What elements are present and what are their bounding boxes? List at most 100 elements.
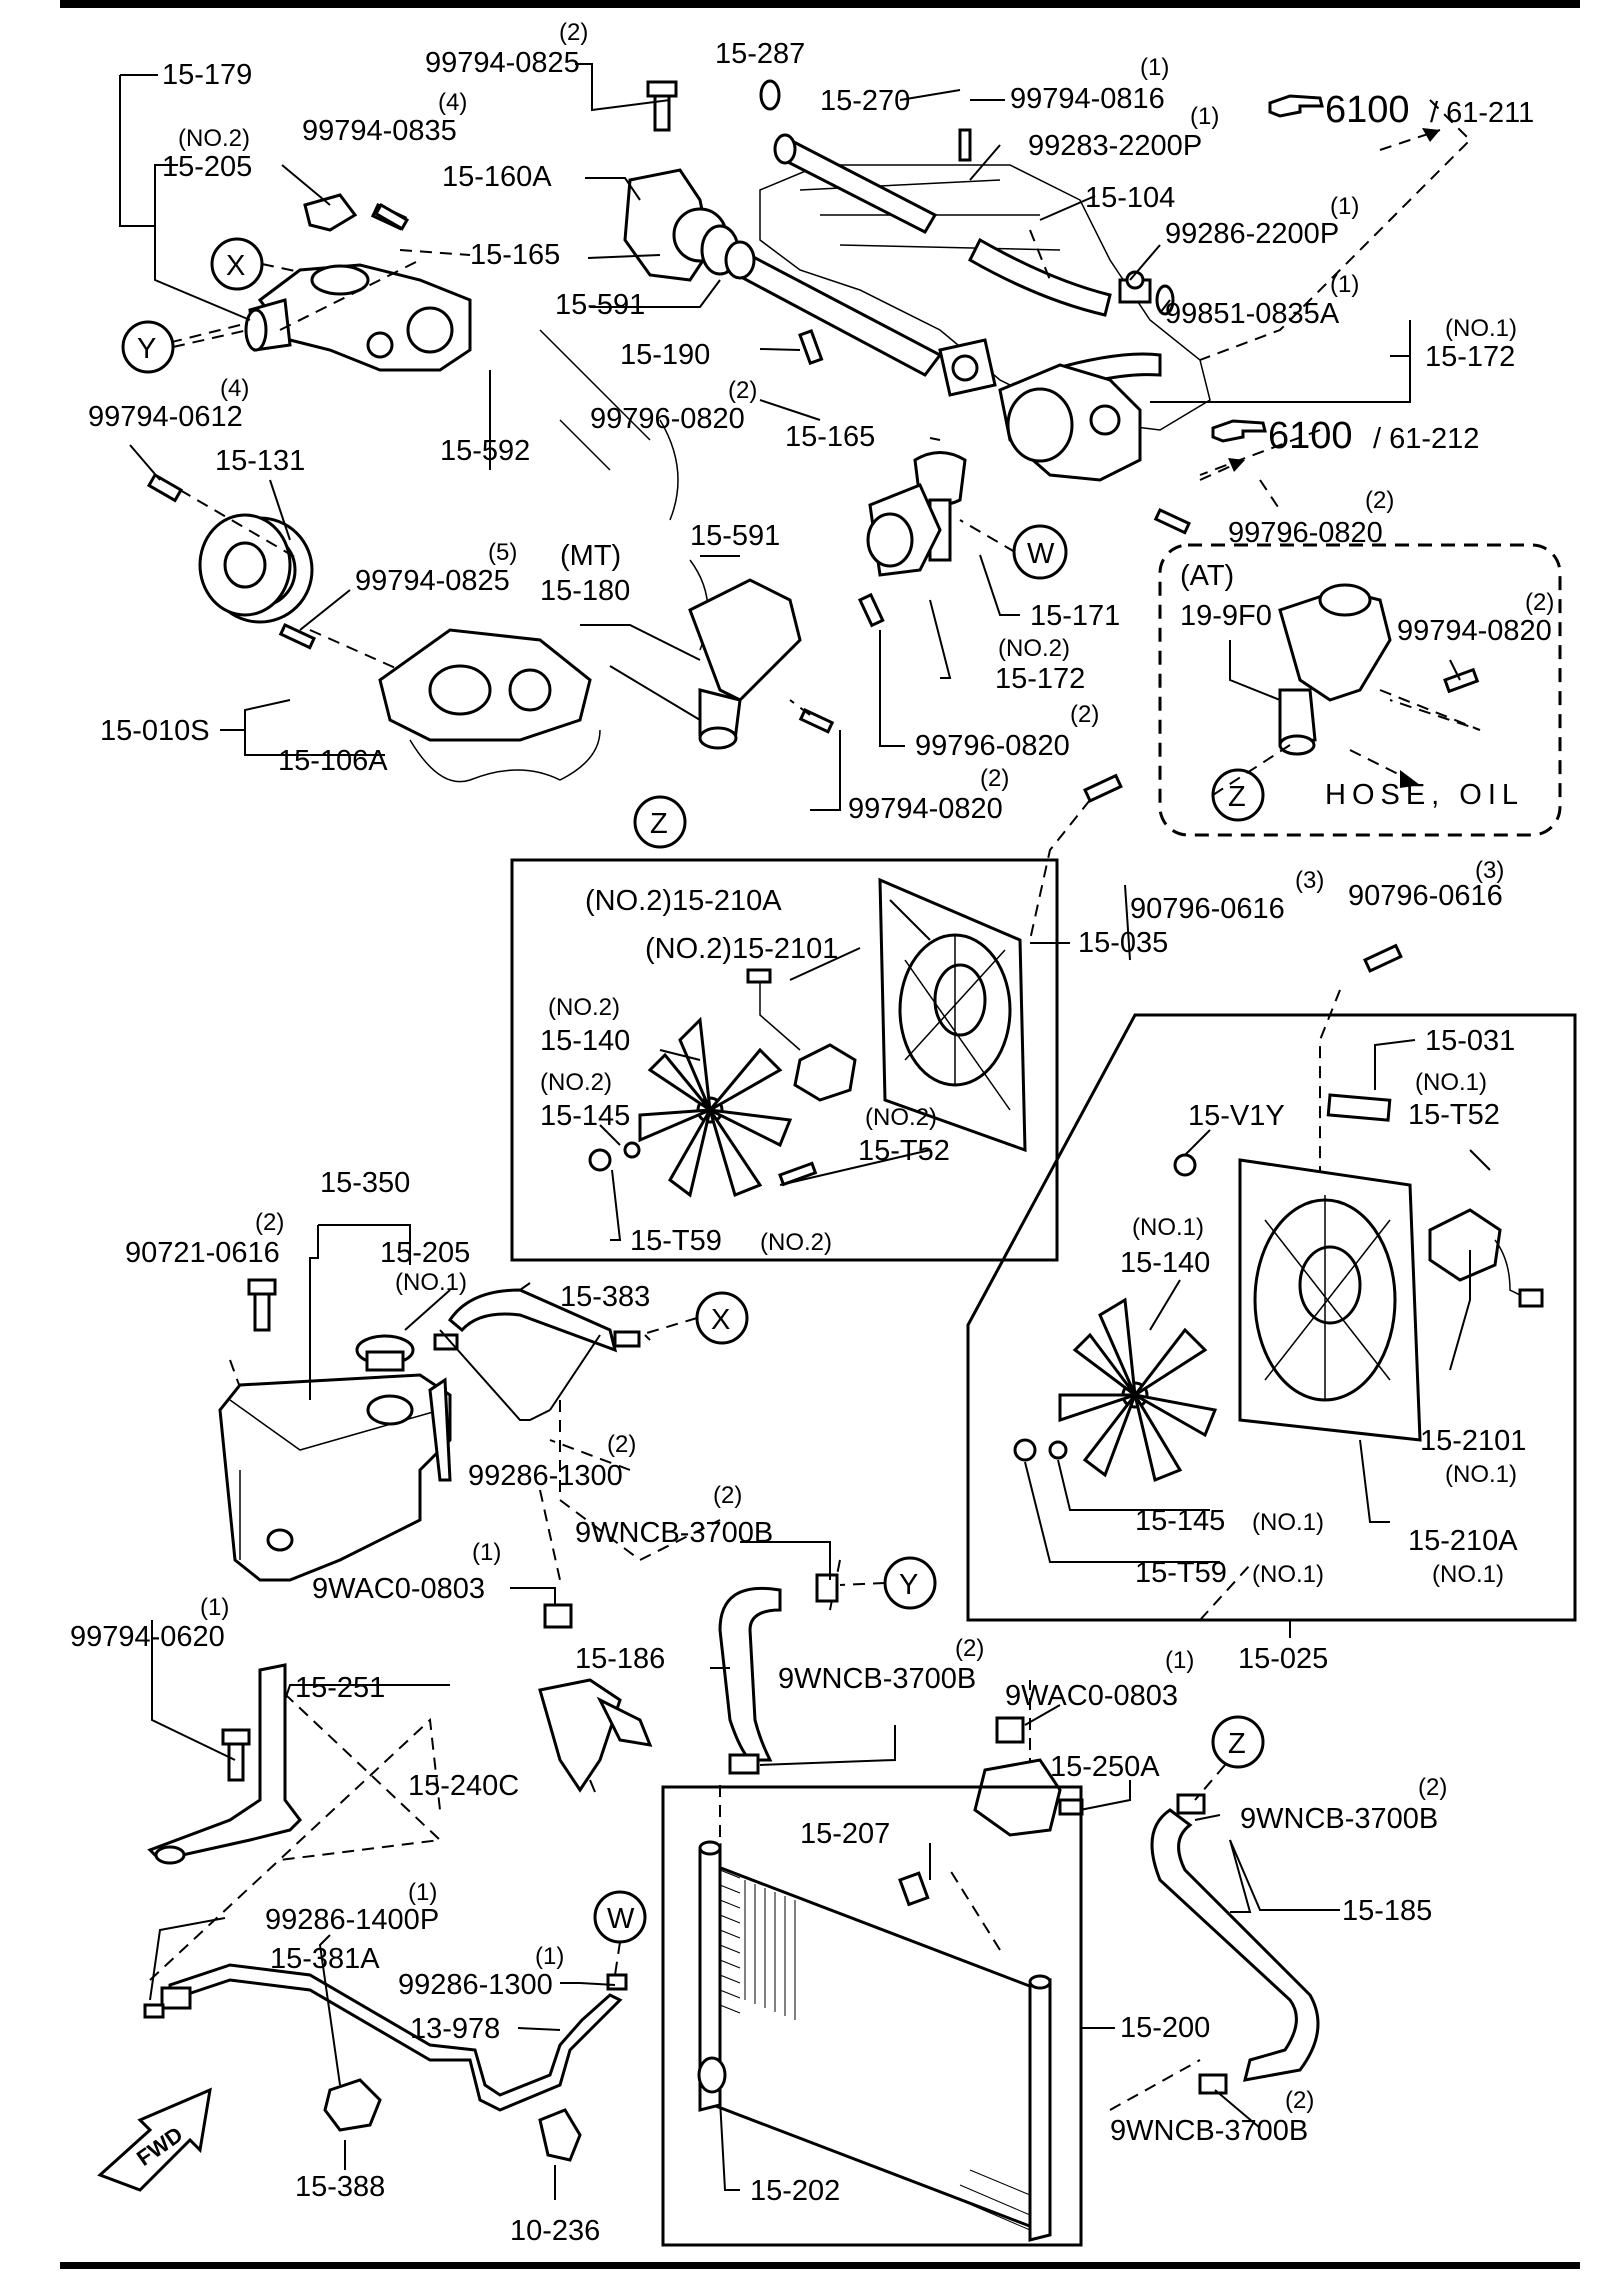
label-15-v1y: 15-V1Y [1188,1100,1285,1132]
reservoir-hose [433,1288,641,1353]
callout-x-hose: X [711,1304,730,1336]
label-9wncb-3700b-a: 9WNCB-3700B [575,1517,773,1549]
label-no2-c: (NO.2) [548,994,620,1021]
label-15-287: 15-287 [715,38,805,70]
label-10-236: 10-236 [510,2215,600,2247]
water-inlet-mt [688,578,802,750]
label-15-270: 15-270 [820,85,910,117]
label-no1-b: (NO.1) [1415,1069,1487,1096]
reservoir-cap [355,1334,415,1372]
pointing-hand-icon [1268,94,1324,118]
label-no2-f: (NO.2) [760,1229,832,1256]
label-no1-e: (NO.1) [1252,1509,1324,1536]
fan-blade-no1 [1058,1297,1218,1483]
ref-61-211: / 61-211 [1430,97,1534,129]
label-15-104: 15-104 [1085,182,1175,214]
label-15-240c: 15-240C [408,1770,519,1802]
callout-connectors [172,263,1291,1976]
label-15-t52-no1: 15-T52 [1408,1099,1500,1131]
label-15-106a: 15-106A [278,745,388,777]
label-99286-1300-b: 99286-1300 [398,1969,553,2001]
fan-motor-no2 [746,968,857,1102]
reference-arrows [1199,128,1441,788]
label-15-202: 15-202 [750,2175,840,2207]
fan-no2-group-frame [510,858,1059,1262]
label-15-035: 15-035 [1078,927,1168,959]
label-no2-d: (NO.2) [540,1069,612,1096]
fan-motor-label-tag [1326,1093,1392,1122]
label-15-172-a: 15-172 [1425,341,1515,373]
label-15-172-b: 15-172 [995,663,1085,695]
top-rule [60,0,1580,8]
label-99796-0820-a: 99796-0820 [590,403,745,435]
label-99796-0820-b: 99796-0820 [1228,517,1383,549]
label-15-591-b: 15-591 [690,520,780,552]
label-15-171: 15-171 [1030,600,1120,632]
qty-5: (5) [488,539,517,566]
qty-2-a: (2) [559,19,588,46]
label-15-383: 15-383 [560,1281,650,1313]
qty-2-c: (2) [1365,487,1394,514]
qty-2-h: (2) [607,1431,636,1458]
callout-y-top: Y [137,333,156,365]
label-15-t59-no1: 15-T59 [1135,1557,1227,1589]
thermostat-case-center [938,338,1142,482]
ref-6100-b: 6100 [1268,415,1353,457]
qty-2-d: (2) [1070,701,1099,728]
label-99286-1400p: 99286-1400P [265,1904,439,1936]
bolts [146,128,1480,973]
clip-15-388 [323,2078,382,2132]
label-15-2101-no1: 15-2101 [1420,1425,1526,1457]
label-no1-h: (NO.1) [395,1269,467,1296]
qty-1-a: (1) [1140,54,1169,81]
radiator-group-frame [661,1785,1083,2247]
label-hose-oil: HOSE, OIL [1325,779,1524,811]
pipes-top [724,79,1162,392]
qty-2-j: (2) [955,1635,984,1662]
label-no1-c: (NO.1) [1132,1214,1204,1241]
fan-shroud-no1 [1238,1158,1422,1442]
label-15-591-a: 15-591 [555,289,645,321]
qty-1-i: (1) [535,1943,564,1970]
label-90796-0616-a: 90796-0616 [1130,893,1285,925]
reservoir-bracket-15-251 [147,1663,302,1865]
water-bypass-pipe [143,1963,628,2112]
thermostat-housing-top [623,80,740,282]
label-15-381a: 15-381A [270,1943,380,1975]
callout-y-hose: Y [899,1569,918,1601]
label-15-131: 15-131 [215,445,305,477]
bottom-rule [60,2262,1580,2269]
label-15-140-no1: 15-140 [1120,1247,1210,1279]
label-99794-0620: 99794-0620 [70,1621,225,1653]
bracket-15-250a [973,1716,1084,1837]
reference-callouts: X Y W Z Z X Y Z W [121,237,1265,1944]
label-15-145-no1: 15-145 [1135,1505,1225,1537]
callout-x-top: X [226,250,245,282]
label-99794-0612: 99794-0612 [88,401,243,433]
label-no2-a: (NO.2) [178,125,250,152]
reservoir-tank [218,1373,452,1582]
label-no2-e: (NO.2) [865,1104,937,1131]
qty-2-i: (2) [713,1482,742,1509]
label-15-592: 15-592 [440,435,530,467]
label-no2-15-2101: (NO.2)15-2101 [645,933,838,965]
qty-1-b: (1) [1190,103,1219,130]
at-water-inlet [1278,583,1392,756]
label-90796-0616-b: 90796-0616 [1348,880,1503,912]
qty-1-d: (1) [1330,271,1359,298]
label-15-210a-no1: 15-210A [1408,1525,1518,1557]
thermostat [913,451,967,562]
label-99851-0835a: 99851-0835A [1165,298,1340,330]
label-15-190: 15-190 [620,339,710,371]
qty-2-f: (2) [1525,589,1554,616]
label-at: (AT) [1180,560,1234,592]
label-15-031: 15-031 [1425,1025,1515,1057]
clip-10-236 [538,2108,582,2162]
qty-2-b: (2) [728,377,757,404]
label-99283-2200p: 99283-2200P [1028,130,1202,162]
label-no1-a: (NO.1) [1445,315,1517,342]
label-15-t59-no2: 15-T59 [630,1225,722,1257]
upper-radiator-hose-15-186 [718,1573,839,1775]
label-9wac0-0803-b: 9WAC0-0803 [1005,1680,1178,1712]
